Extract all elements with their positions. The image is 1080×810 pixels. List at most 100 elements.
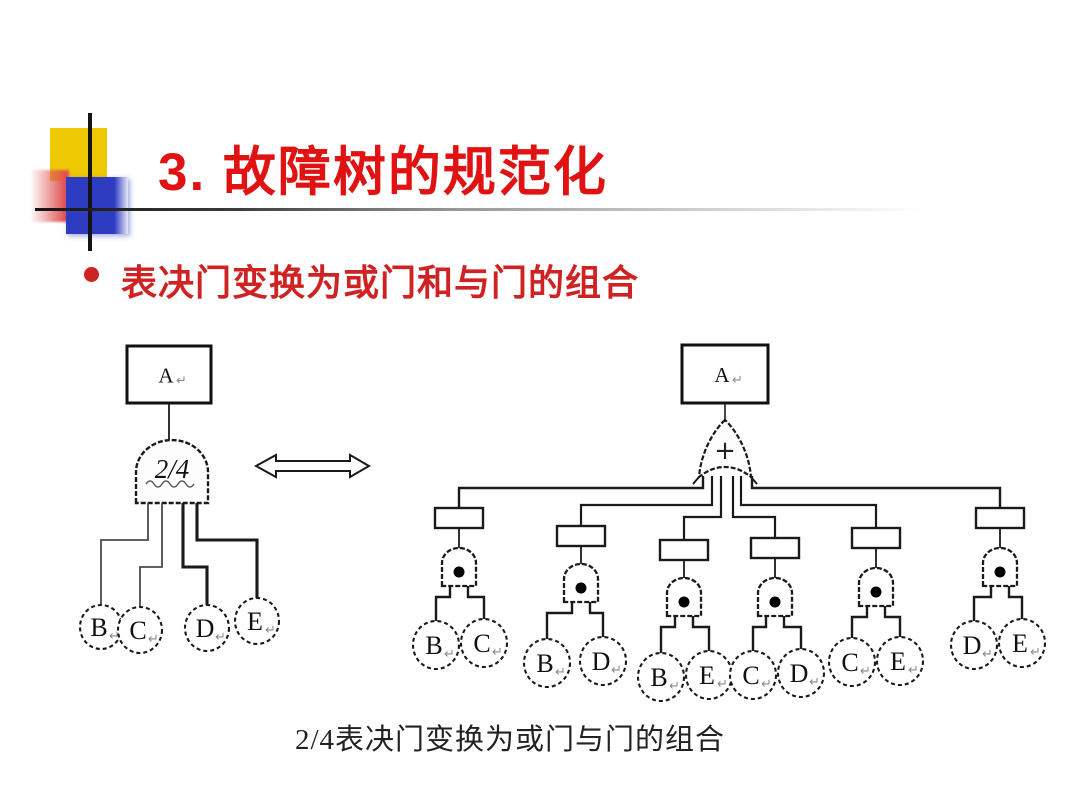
gate-event-connector-3-right [691,616,711,653]
basic-event-2-D [578,635,628,687]
left-leg-4 [195,503,259,600]
double-arrow-icon [253,453,371,479]
basic-event-4-C-return-mark: ↵ [761,677,772,692]
transfer-rect-2 [555,524,607,548]
basic-event-3-B-return-mark: ↵ [669,679,680,694]
left-basic-event-D-return-mark: ↵ [215,630,226,645]
bullet-text: 表决门变换为或门和与门的组合 [121,262,640,303]
right-root-box-return-mark: ↵ [732,373,743,388]
basic-event-1-C-return-mark: ↵ [492,645,503,660]
voting-gate-squiggle [145,480,195,488]
left-basic-event-E-return-mark: ↵ [265,623,276,638]
or-gate-plus-label: + [714,436,736,466]
left-basic-event-C [116,605,164,655]
left-basic-event-E-label: E [247,607,263,636]
basic-event-4-D-label: D [790,659,809,688]
transfer-rect-3 [658,538,710,562]
and-gate-6-dot-icon [994,566,1006,578]
bus-level1-left [457,476,705,508]
gate-event-connector-1-right [466,586,486,621]
and-gate-5-dot-icon [870,586,882,598]
basic-event-5-E-label: E [890,647,906,676]
or-gate-flare-left [692,476,700,485]
left-basic-event-E [233,596,281,646]
left-basic-event-D-label: D [196,614,215,643]
decor-vertical-line [88,113,92,251]
basic-event-2-B-label: B [536,649,553,678]
and-gate-1-dot-icon [453,566,465,578]
bus-level2-left [579,476,714,526]
bus-level2-right [739,476,878,528]
basic-event-4-D-return-mark: ↵ [809,675,820,690]
basic-event-3-E-label: E [699,661,715,690]
basic-event-5-E [875,635,925,687]
basic-event-4-C [728,649,778,701]
gate-event-connector-5-left [850,606,869,640]
gate-event-connector-1-left [434,586,452,623]
basic-event-3-B-label: B [650,663,667,692]
left-basic-event-D [183,603,231,653]
left-root-box-label: A [158,364,174,388]
gate-event-connector-4-right [782,616,803,651]
page-title: 3. 故障树的规范化 [158,143,608,202]
bus-level1-right [750,476,1002,508]
basic-event-3-E-return-mark: ↵ [717,677,728,692]
bullet-dot-icon [84,267,99,282]
basic-event-6-D-return-mark: ↵ [982,647,993,662]
bus-level3-left [682,476,723,540]
voting-gate-label: 2/4 [155,454,190,484]
basic-event-1-B-return-mark: ↵ [444,647,455,662]
left-leg-1 [100,503,149,606]
bus-level3-right [731,476,777,538]
gate-event-connector-2-left [545,602,574,641]
basic-event-6-E [997,617,1047,669]
basic-event-4-C-label: C [742,661,759,690]
left-root-box-return-mark: ↵ [176,374,187,389]
basic-event-2-B-return-mark: ↵ [555,665,566,680]
basic-event-2-B [522,637,572,689]
or-gate [697,418,753,480]
basic-event-6-E-label: E [1012,629,1028,658]
figure-caption: 2/4表决门变换为或门与门的组合 [294,724,726,756]
transfer-rect-1 [433,506,485,530]
basic-event-6-D-label: D [963,631,982,660]
basic-event-1-C-label: C [473,629,490,658]
and-gate-4-dot-icon [769,596,781,608]
left-leg-2 [139,503,163,609]
left-basic-event-B-return-mark: ↵ [109,629,120,644]
gate-event-connector-6-right [1007,586,1024,621]
basic-event-2-D-label: D [592,647,611,676]
basic-event-3-B [636,651,686,703]
title-underline-rule [35,208,925,211]
transfer-rect-4 [749,536,801,560]
gate-event-connector-6-left [972,586,993,623]
gate-event-connector-4-left [751,616,768,653]
transfer-rect-5 [850,526,902,550]
basic-event-4-D [776,647,826,699]
and-gate-2-dot-icon [575,582,587,594]
basic-event-5-C [827,636,877,688]
basic-event-1-C [459,617,509,669]
basic-event-5-E-return-mark: ↵ [908,663,919,678]
basic-event-6-E-return-mark: ↵ [1030,645,1041,660]
right-root-box-label: A [714,363,730,387]
left-basic-event-B-label: B [90,613,107,642]
decor-pink-square [30,170,69,222]
bullet-line: 表决门变换为或门和与门的组合 [84,254,984,306]
left-leg-3 [181,503,209,607]
and-gate-3-dot-icon [678,596,690,608]
basic-event-1-B-label: B [425,631,442,660]
basic-event-2-D-return-mark: ↵ [611,663,622,678]
basic-event-6-D [949,619,999,671]
gate-event-connector-3-left [659,616,677,655]
basic-event-5-C-label: C [841,648,858,677]
left-basic-event-C-label: C [129,616,146,645]
left-basic-event-C-return-mark: ↵ [148,632,159,647]
transfer-rect-6 [974,506,1026,530]
basic-event-1-B [411,619,461,671]
gate-event-connector-5-right [883,606,902,639]
decor-blue-square [66,177,128,234]
gate-event-connector-2-right [588,602,605,639]
